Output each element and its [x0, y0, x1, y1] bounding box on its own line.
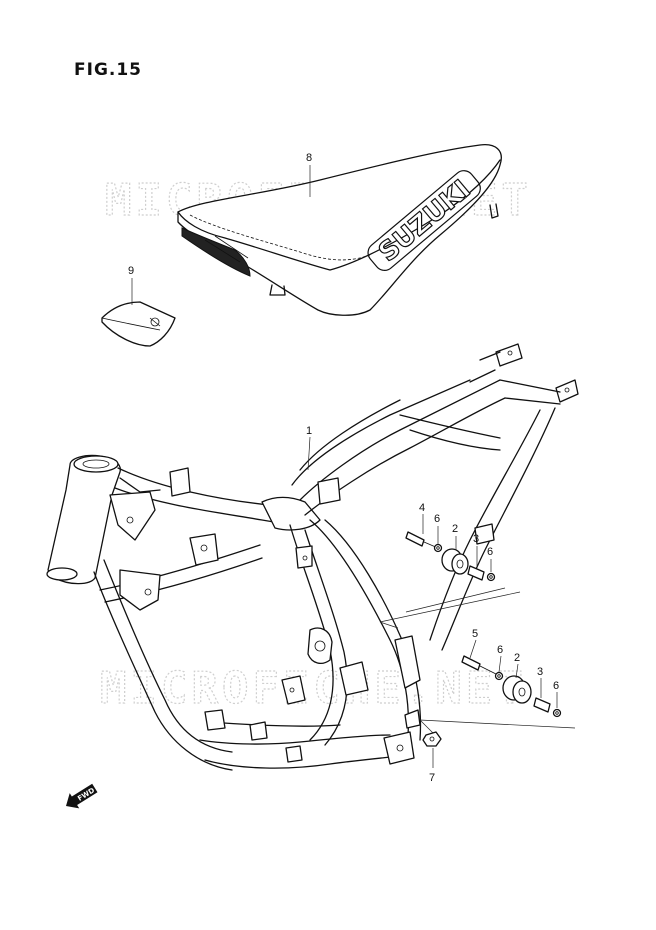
callouts: 8 9 1 4 6 2 3 6 5 6 2 3 6 7 — [128, 152, 559, 784]
upper-mount-hardware — [379, 523, 521, 629]
callout-2-lower: 2 — [514, 652, 520, 664]
callout-6-upper-left: 6 — [434, 513, 440, 525]
callout-7: 7 — [429, 772, 435, 784]
watermark-bottom: MICROFICHE.NET — [100, 663, 527, 714]
tool-pouch — [101, 301, 176, 347]
callout-1: 1 — [306, 425, 312, 437]
callout-8: 8 — [306, 152, 312, 164]
callout-5: 5 — [472, 628, 478, 640]
fwd-label: FWD — [76, 786, 96, 803]
callout-2-upper: 2 — [452, 523, 458, 535]
callout-9: 9 — [128, 265, 134, 277]
fwd-arrow-icon: FWD — [66, 783, 98, 809]
callout-3-upper: 3 — [473, 533, 479, 545]
frame — [46, 343, 579, 771]
leader-lines — [131, 165, 558, 768]
callout-6-upper-right: 6 — [487, 546, 493, 558]
callout-3-lower: 3 — [537, 666, 543, 678]
figure-title: FIG.15 — [74, 60, 143, 80]
callout-6-lower-right: 6 — [553, 680, 559, 692]
seat: SUZUKI — [177, 144, 502, 316]
callout-6-lower-left: 6 — [497, 644, 503, 656]
callout-4: 4 — [419, 502, 425, 514]
lower-mount-hardware — [419, 655, 576, 747]
